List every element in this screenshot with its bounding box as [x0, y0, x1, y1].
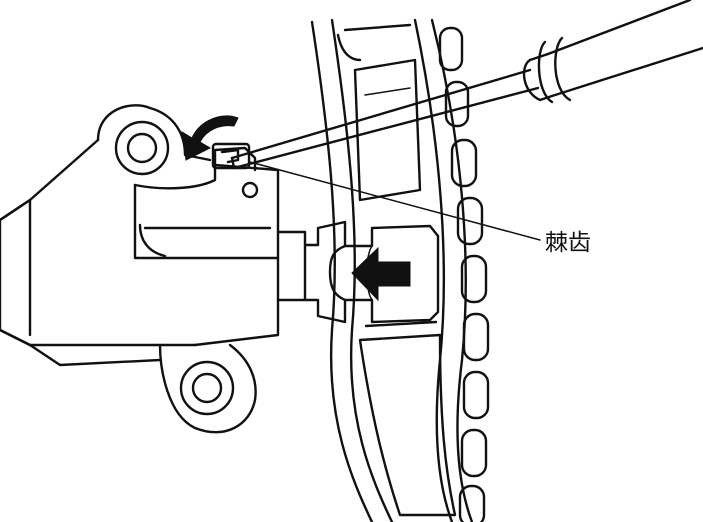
screwdriver	[230, 0, 703, 170]
push-direction-arrow	[351, 246, 411, 302]
callout-leader-line	[249, 161, 541, 241]
chain-links	[438, 26, 490, 522]
rotate-direction-arrow	[181, 115, 239, 161]
lower-mount-hole	[179, 360, 235, 416]
timing-chain	[310, 18, 490, 522]
ratchet-label: 棘齿	[545, 230, 591, 256]
tensioner-body	[0, 104, 307, 434]
upper-mount-hole	[114, 120, 170, 176]
